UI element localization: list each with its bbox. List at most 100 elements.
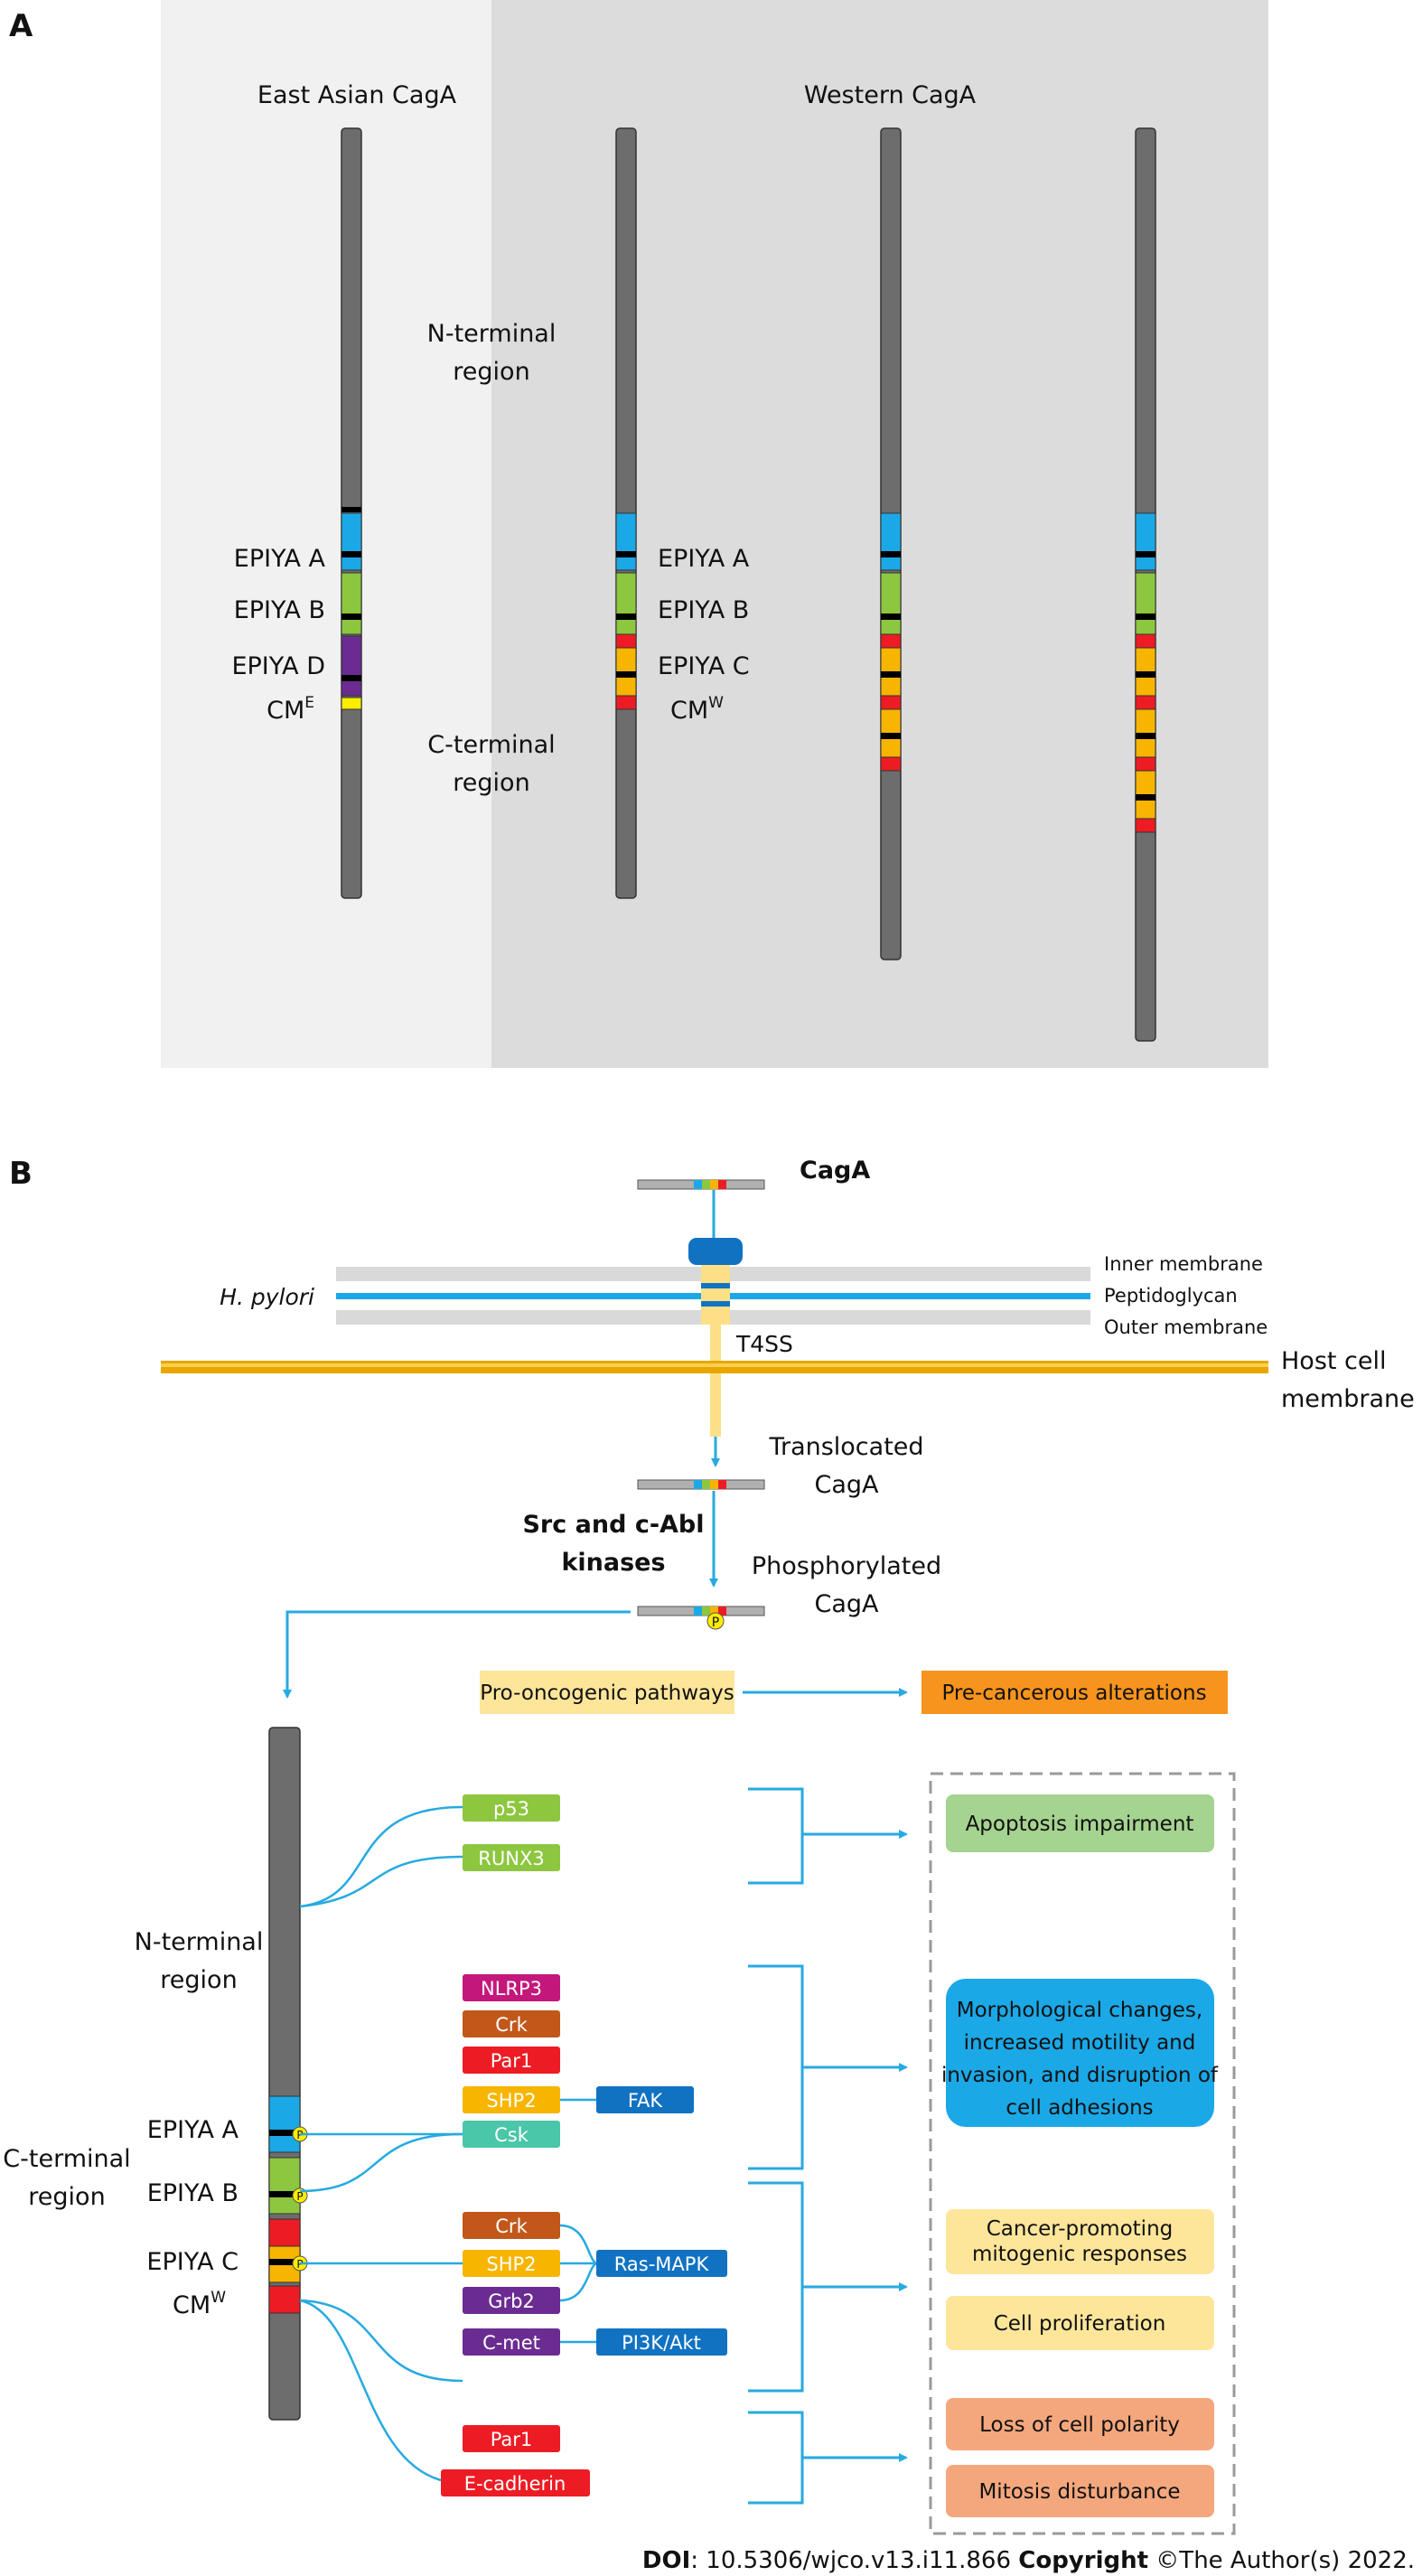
svg-text:Apoptosis impairment: Apoptosis impairment: [966, 1813, 1194, 1836]
cagA-title: CagA: [800, 1157, 870, 1185]
svg-text:FAK: FAK: [628, 2090, 664, 2112]
west-cm-label: CMW: [670, 694, 724, 725]
west-epiya-c-label: EPIYA C: [658, 652, 750, 680]
svg-text:Loss of cell polarity: Loss of cell polarity: [979, 2413, 1180, 2437]
svg-text:increased motility and: increased motility and: [964, 2031, 1196, 2055]
translocated-cagA-bar: [637, 1479, 765, 1490]
western-title: Western CagA: [804, 81, 977, 109]
n-terminal-label-b1: N-terminal: [135, 1928, 264, 1956]
protein-p53: p53: [463, 1794, 560, 1822]
svg-text:p53: p53: [493, 1798, 529, 1820]
svg-text:Grb2: Grb2: [488, 2290, 535, 2312]
inner-membrane-label: Inner membrane: [1104, 1253, 1263, 1275]
svg-text:C-met: C-met: [482, 2332, 540, 2354]
b-epiya-b-label: EPIYA B: [147, 2179, 239, 2207]
east-cm-label: CME: [267, 694, 314, 725]
t4ss-label: T4SS: [735, 1331, 793, 1357]
pre-cancerous-box: [921, 1671, 1228, 1714]
cagA-top-bar: [637, 1179, 765, 1190]
east-asian-cagA-bar: [341, 127, 362, 899]
western-cagA-bar-2: [880, 127, 902, 960]
svg-text:Morphological changes,: Morphological changes,: [957, 1999, 1202, 2022]
protein-runx3: RUNX3: [463, 1844, 560, 1871]
east-epiya-a-label: EPIYA A: [234, 545, 326, 573]
svg-text:Ras-MAPK: Ras-MAPK: [614, 2253, 710, 2275]
h-pylori-label: H. pylori: [220, 1284, 314, 1310]
protein-csk: Csk: [463, 2121, 560, 2148]
p-marker-b: P: [296, 2190, 303, 2203]
pre-cancerous-label: Pre-cancerous alterations: [941, 1681, 1206, 1705]
svg-text:E-cadherin: E-cadherin: [464, 2473, 566, 2495]
outcome-mitosis: Mitosis disturbance: [946, 2465, 1214, 2517]
svg-text:RUNX3: RUNX3: [478, 1848, 544, 1869]
host-cell-label-1: Host cell: [1281, 1347, 1387, 1375]
protein-crk-1: Crk: [463, 2010, 560, 2037]
protein-fak: FAK: [596, 2086, 694, 2113]
protein-shp2-2: SHP2: [463, 2250, 560, 2277]
outer-membrane-label: Outer membrane: [1104, 1316, 1268, 1338]
pro-oncogenic-label: Pro-oncogenic pathways: [480, 1681, 734, 1705]
protein-e-cadherin: E-cadherin: [441, 2469, 590, 2496]
east-epiya-d-label: EPIYA D: [231, 652, 325, 680]
panel-b-label: B: [9, 1156, 33, 1192]
panel-a-label: A: [9, 8, 33, 44]
western-cagA-bar-3: [1135, 127, 1156, 1042]
translocated-label-2: CagA: [814, 1471, 879, 1499]
host-cell-label-2: membrane: [1281, 1385, 1415, 1413]
svg-text:Cell proliferation: Cell proliferation: [994, 2312, 1166, 2336]
c-terminal-label-a1: C-terminal: [427, 731, 555, 759]
svg-text:PI3K/Akt: PI3K/Akt: [622, 2332, 701, 2354]
c-terminal-label-b2: region: [28, 2183, 105, 2211]
phosphorylated-to-bar-connector: [283, 1610, 631, 1699]
outcome-cell-polarity: Loss of cell polarity: [946, 2398, 1214, 2450]
translocated-label-1: Translocated: [768, 1433, 923, 1461]
west-epiya-a-label: EPIYA A: [658, 545, 750, 573]
outcome-mitogenic: Cancer-promoting mitogenic responses: [946, 2209, 1214, 2274]
svg-text:SHP2: SHP2: [486, 2253, 536, 2275]
n-terminal-label-a1: N-terminal: [427, 320, 557, 348]
svg-text:Cancer-promoting: Cancer-promoting: [987, 2217, 1174, 2241]
east-asian-background: [161, 0, 491, 1068]
pro-oncogenic-box: [480, 1671, 734, 1714]
phosphorylated-label-2: CagA: [814, 1590, 879, 1618]
b-epiya-a-label: EPIYA A: [147, 2116, 239, 2144]
svg-text:Par1: Par1: [491, 2050, 533, 2072]
outcome-apoptosis: Apoptosis impairment: [946, 1794, 1214, 1852]
east-epiya-b-label: EPIYA B: [234, 596, 325, 624]
outcome-brackets: [748, 1787, 908, 2505]
svg-text:SHP2: SHP2: [486, 2090, 536, 2112]
epiya-b-segment: [341, 572, 362, 635]
svg-text:mitogenic responses: mitogenic responses: [972, 2243, 1187, 2266]
svg-text:Crk: Crk: [495, 2014, 528, 2036]
protein-par1-2: Par1: [463, 2425, 560, 2452]
protein-c-met: C-met: [463, 2328, 560, 2356]
epiya-a-segment: [341, 512, 362, 571]
b-cm-label: CMW: [173, 2289, 226, 2319]
kinases-label-2: kinases: [561, 1549, 665, 1577]
protein-par1-1: Par1: [463, 2047, 560, 2074]
protein-ras-mapk: Ras-MAPK: [596, 2250, 727, 2277]
footer-citation: DOI: 10.5306/wjco.v13.i11.866 Copyright …: [642, 2547, 1415, 2574]
svg-text:Par1: Par1: [491, 2429, 533, 2450]
east-asian-title: East Asian CagA: [257, 81, 457, 109]
epiya-d-segment: [341, 635, 362, 697]
c-terminal-label-a2: region: [453, 769, 529, 797]
n-terminal-label-a2: region: [453, 358, 529, 386]
protein-pi3k-akt: PI3K/Akt: [596, 2328, 727, 2356]
protein-crk-2: Crk: [463, 2212, 560, 2239]
svg-text:cell adhesions: cell adhesions: [1006, 2096, 1153, 2120]
peptidoglycan-label: Peptidoglycan: [1104, 1285, 1238, 1307]
outcome-proliferation: Cell proliferation: [946, 2296, 1214, 2350]
b-epiya-c-label: EPIYA C: [146, 2248, 239, 2276]
c-terminal-label-b1: C-terminal: [3, 2145, 130, 2173]
interaction-curves: [299, 1805, 597, 2482]
svg-text:Crk: Crk: [495, 2215, 528, 2237]
outcomes-container: [929, 1772, 1236, 2535]
protein-shp2-1: SHP2: [463, 2086, 560, 2113]
west-epiya-b-label: EPIYA B: [658, 596, 749, 624]
phosphorylated-label-1: Phosphorylated: [752, 1552, 941, 1580]
protein-nlrp3: NLRP3: [463, 1974, 560, 2001]
svg-text:Csk: Csk: [494, 2124, 529, 2146]
cm-e-segment: [341, 697, 362, 710]
